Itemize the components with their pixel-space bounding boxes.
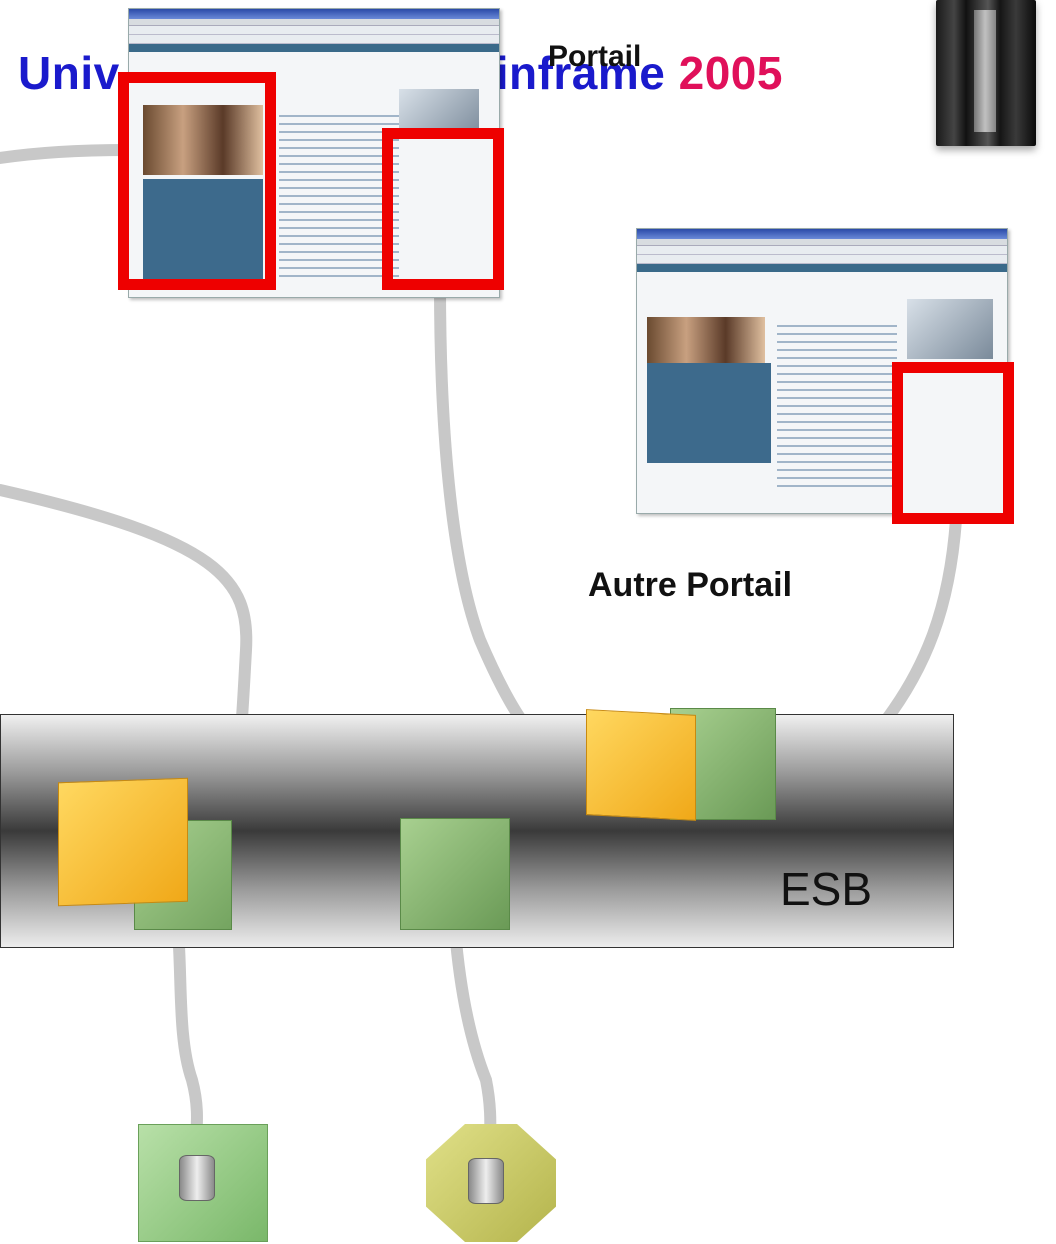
service-component-yellow <box>58 777 188 907</box>
datasource-green <box>138 1124 268 1242</box>
title-overlap: inframe <box>495 47 666 99</box>
highlight-right-box <box>382 128 504 290</box>
highlight-autre-box <box>892 362 1014 524</box>
portail-label: Portail <box>548 40 642 73</box>
service-component-yellow-right <box>586 709 696 821</box>
service-component-green-middle <box>400 818 510 930</box>
database-icon <box>468 1158 504 1204</box>
title-main: Univ <box>18 47 120 99</box>
highlight-left-box <box>118 72 276 290</box>
title-year: 2005 <box>678 47 783 99</box>
database-icon <box>179 1155 215 1201</box>
page-title: Univ inframe 2005 <box>18 46 783 100</box>
autre-portail-label: Autre Portail <box>588 566 793 604</box>
datasource-olive <box>426 1124 556 1242</box>
mainframe-icon <box>936 0 1036 146</box>
esb-label: ESB <box>780 863 873 915</box>
